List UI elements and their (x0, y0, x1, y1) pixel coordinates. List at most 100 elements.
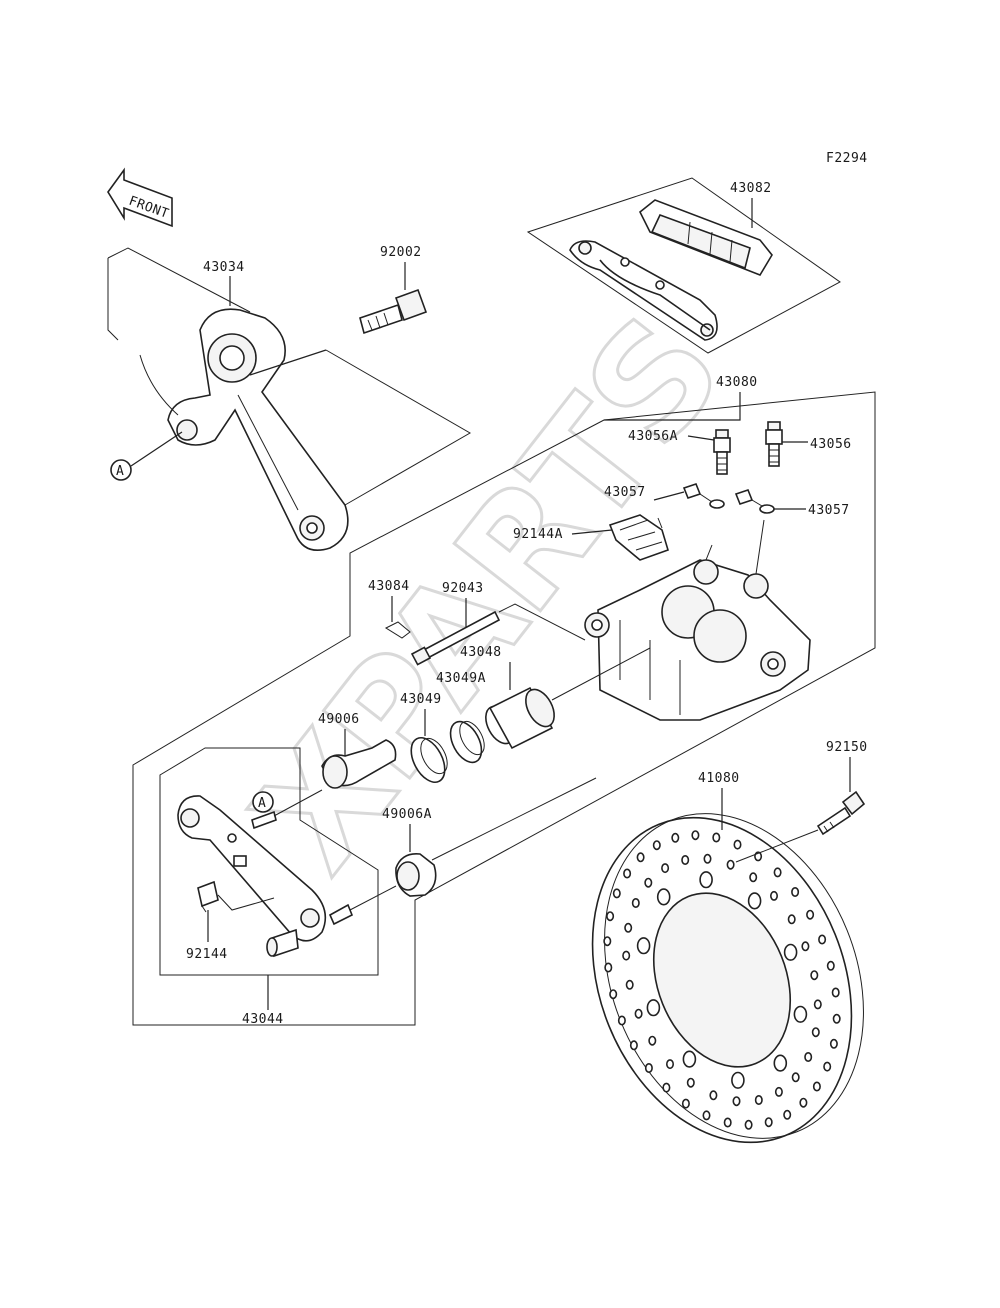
disc-hole (811, 1027, 820, 1038)
disc-hole (832, 1013, 841, 1024)
disc-hole (631, 897, 640, 908)
disc-hole (709, 1090, 718, 1101)
disc-hole (787, 914, 796, 925)
disc-holes (603, 830, 841, 1130)
label-92002: 92002 (380, 245, 422, 260)
boot-49006 (321, 739, 397, 789)
label-43044: 43044 (242, 1012, 284, 1027)
disc-hole (791, 886, 800, 897)
label-43080: 43080 (716, 375, 758, 390)
label-92144: 92144 (186, 947, 228, 962)
figure-code: F2294 (826, 151, 868, 166)
ref-marker-a-lower: A (252, 791, 274, 813)
disc-hole (801, 941, 810, 952)
disc-hole (699, 871, 713, 889)
bracket-assembly-frame (159, 747, 379, 976)
label-41080: 41080 (698, 771, 740, 786)
bleeder-valve-43056 (765, 421, 783, 467)
disc-hole (712, 832, 721, 843)
pad-pin-92043 (410, 610, 501, 666)
disc-hole (622, 950, 631, 961)
disc-hole (702, 1110, 711, 1121)
disc-hole (813, 999, 822, 1010)
disc-hole (733, 839, 742, 850)
label-49006A: 49006A (382, 807, 432, 822)
disc-hole (661, 863, 670, 874)
disc-hole (606, 911, 615, 922)
disc-hole (682, 1050, 697, 1068)
disc-hole (826, 960, 835, 971)
disc-hole (732, 1096, 741, 1107)
ref-marker-label: A (258, 796, 266, 811)
label-43084: 43084 (368, 579, 410, 594)
disc-hole (636, 937, 651, 955)
disc-hole (783, 943, 798, 961)
disc-hole (681, 854, 690, 865)
caliper-assembly-frame (132, 391, 876, 1026)
ref-marker-a-upper: A (110, 459, 132, 481)
disc-hole (617, 1015, 626, 1026)
pad-spring-92144A (608, 514, 669, 561)
front-arrow-icon: FRONT (107, 167, 173, 228)
brake-disc-41080 (591, 813, 864, 1144)
caliper-mount-bracket (177, 795, 354, 958)
disc-hole (804, 1052, 813, 1063)
disc-hole (623, 868, 632, 879)
disc-hole (652, 840, 661, 851)
label-43082: 43082 (730, 181, 772, 196)
label-43056: 43056 (810, 437, 852, 452)
label-43048: 43048 (460, 645, 502, 660)
disc-hole (774, 1086, 783, 1097)
label-49006: 49006 (318, 712, 360, 727)
label-92150: 92150 (826, 740, 868, 755)
disc-hole (823, 1061, 832, 1072)
label-43057-right: 43057 (808, 503, 850, 518)
disc-hole (625, 979, 634, 990)
disc-hole (609, 989, 618, 1000)
disc-bolt-92150 (816, 790, 866, 836)
label-43049: 43049 (400, 692, 442, 707)
disc-hole (810, 970, 819, 981)
disc-hole (612, 888, 621, 899)
disc-hole (829, 1038, 838, 1049)
pin-clip-43084 (384, 621, 411, 639)
bolt-92002 (359, 288, 428, 335)
disc-hole (629, 1040, 638, 1051)
disc-hole (806, 909, 815, 920)
disc-hole (799, 1097, 808, 1108)
disc-hole (726, 859, 735, 870)
disc-hole (644, 877, 653, 888)
label-43049A: 43049A (436, 671, 486, 686)
boot-49006A (395, 852, 437, 897)
label-43056A: 43056A (628, 429, 678, 444)
disc-hole (831, 987, 840, 998)
disc-hole (648, 1035, 657, 1046)
disc-hole (681, 1098, 690, 1109)
disc-hole (747, 892, 762, 910)
disc-hole (754, 1095, 763, 1106)
bleeder-valve-43056A (713, 429, 731, 475)
disc-hole (764, 1117, 773, 1128)
disc-hole (671, 832, 680, 843)
disc-hole (793, 1005, 808, 1023)
disc-hole (656, 888, 671, 906)
label-43034: 43034 (203, 260, 245, 275)
brake-pad-set-43082 (526, 177, 841, 354)
disc-hole (791, 1072, 800, 1083)
disc-hole (691, 830, 700, 841)
label-92144A: 92144A (513, 527, 563, 542)
piston-seal-43049 (410, 737, 448, 783)
disc-hole (644, 1063, 653, 1074)
disc-hole (646, 999, 661, 1017)
disc-hole (769, 890, 778, 901)
ref-marker-label: A (116, 464, 124, 479)
piston-43048 (485, 686, 555, 750)
disc-hole (773, 867, 782, 878)
disc-hole (634, 1008, 643, 1019)
disc-hole (783, 1109, 792, 1120)
cap-43057-left (682, 483, 725, 509)
disc-hole (604, 962, 613, 973)
disc-hole (818, 934, 827, 945)
disc-hole (636, 852, 645, 863)
